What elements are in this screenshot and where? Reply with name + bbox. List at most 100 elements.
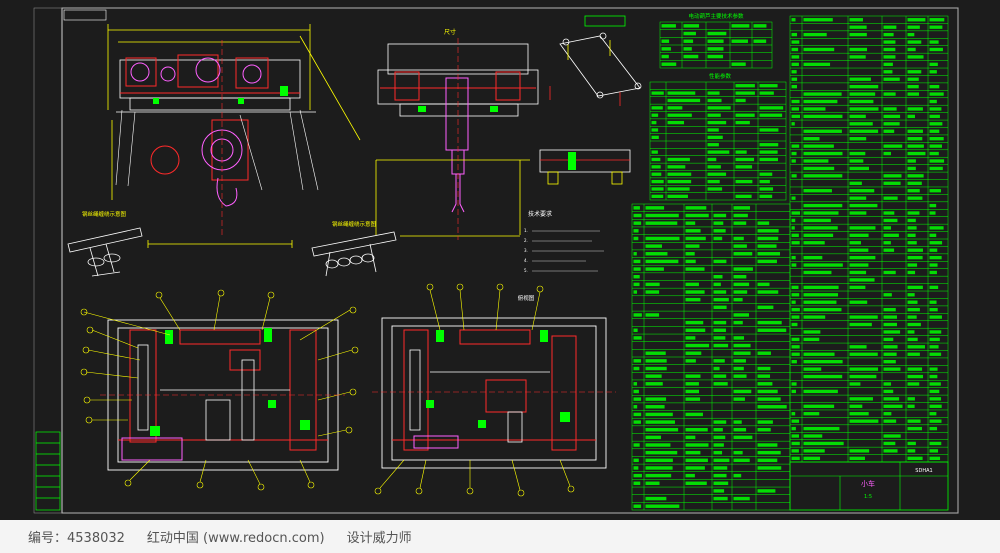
footer-site-link[interactable]: 红动中国 (www.redocn.com)	[146, 531, 325, 546]
table-cell-text	[849, 278, 875, 282]
table-cell-text	[803, 263, 843, 267]
table-cell-text	[707, 179, 720, 184]
table-cell-text	[633, 359, 642, 363]
table-cell-text	[883, 419, 897, 423]
table-cell-text	[757, 427, 771, 432]
table-cell-text	[907, 374, 924, 379]
table-cell-text	[651, 135, 659, 140]
table-cell-text	[645, 252, 668, 256]
table-cell-text	[685, 458, 708, 463]
table-cell-text	[883, 449, 898, 453]
table-cell-text	[733, 206, 751, 210]
table-cell-text	[733, 236, 744, 241]
table-cell-text	[733, 320, 743, 325]
table-cell-text	[907, 382, 920, 386]
table-cell-text	[713, 420, 727, 424]
table-cell-text	[907, 233, 916, 237]
table-cell-text	[849, 226, 876, 230]
table-cell-text	[667, 157, 690, 162]
table-cell-text	[929, 270, 937, 275]
table-cell-text	[907, 263, 918, 267]
table-cell-text	[731, 24, 750, 28]
table-cell-text	[685, 473, 695, 478]
table-cell-text	[907, 114, 915, 119]
table-cell-text	[803, 32, 827, 37]
table-cell-text	[929, 107, 942, 111]
table-cell-text	[849, 315, 878, 319]
table-cell-text	[757, 405, 787, 409]
table-params: 性能参数	[649, 72, 787, 201]
table-cell-text	[707, 172, 727, 176]
table-cell-text	[685, 259, 696, 264]
table-cell-text	[883, 367, 901, 371]
table-cell-text	[883, 62, 893, 67]
table-cell-text	[907, 32, 915, 37]
table-cell-text	[907, 352, 920, 356]
table-cell-text	[791, 456, 800, 460]
revision-strip	[35, 431, 61, 511]
table-cell-text	[733, 450, 743, 455]
table-cell-text	[803, 360, 843, 364]
table-cell-text	[849, 345, 867, 349]
table-cell-text	[757, 236, 779, 241]
table-cell-text	[883, 352, 897, 356]
table-cell-text	[929, 159, 945, 163]
table-cell-text	[645, 504, 680, 508]
table-cell-text	[735, 150, 747, 154]
table-cell-text	[757, 382, 773, 386]
front-view	[107, 24, 361, 248]
table-cell-text	[883, 181, 901, 185]
table-cell-text	[849, 322, 872, 327]
table-cell-text	[803, 107, 826, 111]
table-cell-text	[667, 98, 701, 103]
table-cell-text	[757, 443, 778, 447]
table-cell-text	[633, 290, 638, 294]
table-cell-text	[791, 144, 800, 148]
table-cell-text	[883, 151, 892, 156]
table-cell-text	[733, 336, 745, 340]
table-cell-text	[849, 166, 870, 171]
table-cell-text	[929, 166, 943, 171]
table-cell-text	[707, 98, 722, 103]
table-cell-text	[633, 267, 641, 271]
table-cell-text	[735, 157, 755, 162]
table-parts-list-right	[789, 15, 949, 463]
table-motor: 电动葫芦主要技术参数	[659, 12, 773, 69]
table-cell-text	[849, 32, 867, 37]
table-cell-text	[849, 270, 867, 275]
table-cell-text	[791, 441, 800, 446]
table-cell-text	[907, 226, 917, 230]
table-cell-text	[645, 443, 671, 447]
table-cell-text	[633, 366, 640, 371]
table-cell-text	[849, 300, 868, 304]
table-cell-text	[849, 18, 863, 22]
table-cell-text	[757, 351, 771, 355]
table-cell-text	[633, 382, 638, 386]
table-cell-text	[907, 270, 916, 275]
table-cell-text	[883, 218, 898, 223]
table-cell-text	[791, 255, 796, 260]
plan-view-right: 俯视图	[372, 283, 616, 497]
detail-bearing	[539, 149, 631, 185]
table-cell-text	[633, 466, 639, 470]
table-cell-text	[803, 211, 839, 215]
table-cell-text	[735, 165, 753, 169]
table-cell-text	[791, 40, 800, 44]
table-cell-text	[883, 92, 896, 96]
table-cell-text	[633, 336, 642, 340]
table-cell-text	[713, 213, 727, 218]
table-cell-text	[707, 47, 724, 51]
table-cell-text	[883, 47, 896, 52]
table-cell-text	[907, 211, 920, 215]
drawing-border	[61, 7, 959, 514]
table-cell-text	[907, 449, 916, 453]
table-cell-text	[803, 189, 832, 193]
table-cell-text	[733, 343, 751, 348]
table-cell-text	[907, 248, 923, 252]
table-cell-text	[907, 77, 919, 81]
plan-view-right-title: 俯视图	[518, 294, 535, 302]
table-cell-text	[713, 343, 729, 348]
table-cell-text	[791, 174, 797, 178]
table-cell-text	[645, 359, 667, 363]
table-cell-text	[733, 359, 746, 363]
